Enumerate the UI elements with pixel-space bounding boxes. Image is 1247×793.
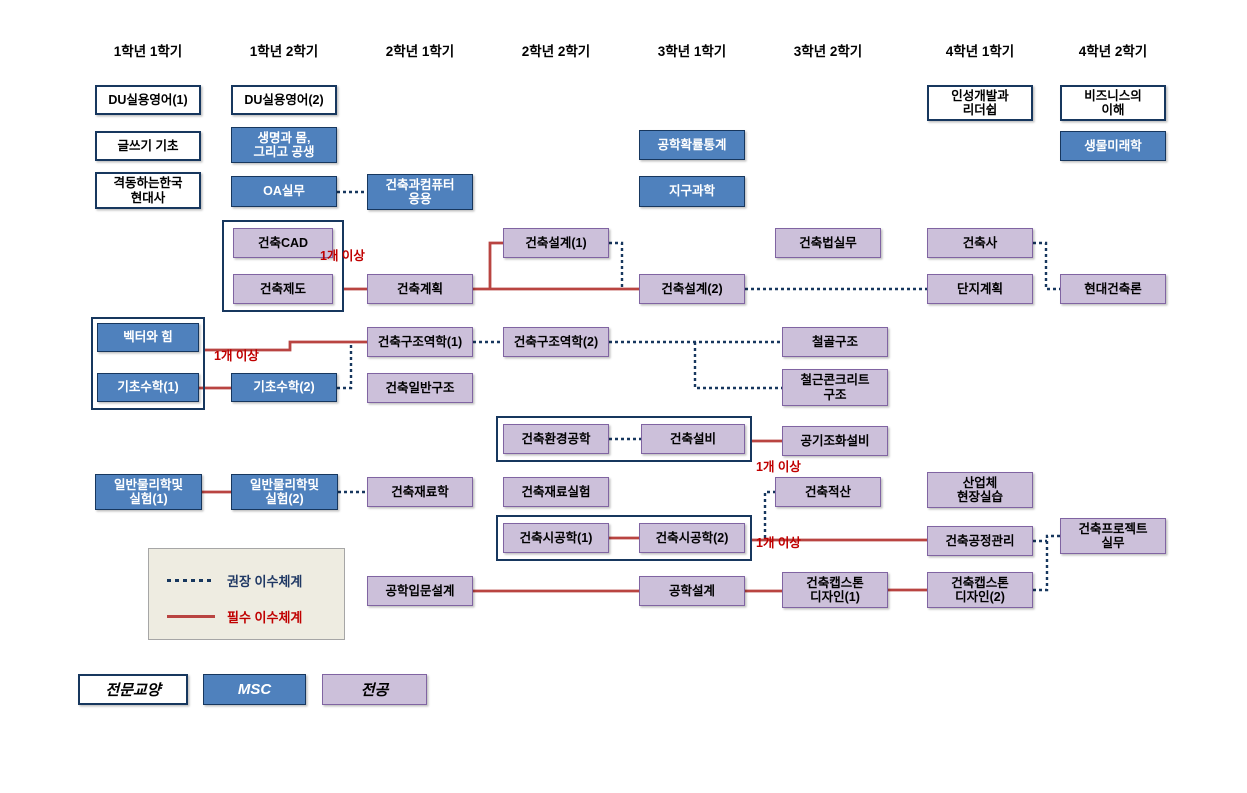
course-construction-process-mgmt: 건축공정관리 bbox=[927, 526, 1033, 556]
course-building-materials: 건축재료학 bbox=[367, 477, 473, 507]
semester-header-5: 3학년 1학기 bbox=[657, 44, 727, 59]
category-msc: MSC bbox=[203, 674, 306, 705]
recommended-edge-math2-struct1 bbox=[337, 343, 353, 390]
legend-row-required: 필수 이수체계 bbox=[167, 607, 302, 626]
legend-required-label: 필수 이수체계 bbox=[227, 610, 303, 625]
course-arch-environmental-eng: 건축환경공학 bbox=[503, 424, 609, 454]
course-arch-estimation: 건축적산 bbox=[775, 477, 881, 507]
semester-header-8: 4학년 2학기 bbox=[1078, 44, 1148, 59]
course-materials-experiment: 건축재료실험 bbox=[503, 477, 609, 507]
group-env-equip bbox=[496, 416, 752, 462]
course-korean-modern-history: 격동하는한국 현대사 bbox=[95, 172, 201, 209]
semester-header-1: 1학년 1학기 bbox=[113, 44, 183, 59]
course-engineering-design: 공학설계 bbox=[639, 576, 745, 606]
course-arch-capstone-design-2: 건축캡스톤 디자인(2) bbox=[927, 572, 1033, 608]
course-construction-methods-1: 건축시공학(1) bbox=[503, 523, 609, 553]
course-arch-drafting: 건축제도 bbox=[233, 274, 333, 304]
course-reinforced-concrete-structure: 철근콘크리트 구조 bbox=[782, 369, 888, 406]
course-site-planning: 단지계획 bbox=[927, 274, 1033, 304]
course-bio-futurology: 생물미래학 bbox=[1060, 131, 1166, 161]
recommended-edge-archist-modern bbox=[1033, 241, 1060, 291]
course-arch-law-practice: 건축법실무 bbox=[775, 228, 881, 258]
course-oa-practice: OA실무 bbox=[231, 176, 337, 207]
semester-header-6: 3학년 2학기 bbox=[793, 44, 863, 59]
category-major: 전공 bbox=[322, 674, 427, 705]
course-personality-leadership: 인성개발과 리더쉽 bbox=[927, 85, 1033, 121]
legend-row-recommended: 권장 이수체계 bbox=[167, 571, 302, 590]
required-line-sample bbox=[167, 615, 215, 618]
legend-box: 권장 이수체계 필수 이수체계 bbox=[148, 548, 345, 640]
min-one-label-cad: 1개 이상 bbox=[320, 249, 365, 263]
semester-header-2: 1학년 2학기 bbox=[249, 44, 319, 59]
course-life-body-symbiosis: 생명과 몸, 그리고 공생 bbox=[231, 127, 337, 163]
course-building-equipment: 건축설비 bbox=[641, 424, 745, 454]
course-basic-math-1: 기초수학(1) bbox=[97, 373, 199, 402]
group-const1-const2 bbox=[496, 515, 752, 561]
course-arch-design-2: 건축설계(2) bbox=[639, 274, 745, 304]
course-structural-mechanics-1: 건축구조역학(1) bbox=[367, 327, 473, 357]
category-general-education: 전문교양 bbox=[78, 674, 188, 705]
course-hvac-equipment: 공기조화설비 bbox=[782, 426, 888, 456]
course-arch-project-practice: 건축프로젝트 실무 bbox=[1060, 518, 1166, 554]
course-earth-science: 지구과학 bbox=[639, 176, 745, 207]
course-arch-computer-application: 건축과컴퓨터 응용 bbox=[367, 174, 473, 210]
min-one-label-math: 1개 이상 bbox=[214, 349, 259, 363]
course-vectors-forces: 벡터와 힘 bbox=[97, 323, 199, 352]
course-general-physics-lab-1: 일반물리학및 실험(1) bbox=[95, 474, 202, 510]
course-arch-cad: 건축CAD bbox=[233, 228, 333, 258]
group-vector-math1 bbox=[91, 317, 205, 410]
course-construction-methods-2: 건축시공학(2) bbox=[639, 523, 745, 553]
semester-header-4: 2학년 2학기 bbox=[521, 44, 591, 59]
course-arch-design-1: 건축설계(1) bbox=[503, 228, 609, 258]
recommended-edge-struct2-rc bbox=[693, 342, 782, 390]
course-steel-structure: 철골구조 bbox=[782, 327, 888, 357]
course-modern-architecture-theory: 현대건축론 bbox=[1060, 274, 1166, 304]
recommended-edge-design1-design2 bbox=[609, 241, 624, 288]
course-du-english-1: DU실용영어(1) bbox=[95, 85, 201, 115]
required-edge-mathgroup-struct1 bbox=[205, 340, 367, 352]
min-one-label-equip: 1개 이상 bbox=[756, 460, 801, 474]
course-writing-basics: 글쓰기 기초 bbox=[95, 131, 201, 161]
course-architect-registration: 건축사 bbox=[927, 228, 1033, 258]
group-cad-drafting bbox=[222, 220, 344, 312]
course-arch-capstone-design-1: 건축캡스톤 디자인(1) bbox=[782, 572, 888, 608]
course-general-building-construction: 건축일반구조 bbox=[367, 373, 473, 403]
recommended-edge-capstone2-project bbox=[1033, 534, 1060, 592]
semester-header-7: 4학년 1학기 bbox=[945, 44, 1015, 59]
course-engineering-statistics: 공학확률통계 bbox=[639, 130, 745, 160]
legend-recommended-label: 권장 이수체계 bbox=[227, 574, 303, 589]
course-basic-math-2: 기초수학(2) bbox=[231, 373, 337, 402]
course-structural-mechanics-2: 건축구조역학(2) bbox=[503, 327, 609, 357]
semester-header-3: 2학년 1학기 bbox=[385, 44, 455, 59]
course-general-physics-lab-2: 일반물리학및 실험(2) bbox=[231, 474, 338, 510]
required-edge-plan-design1 bbox=[488, 241, 503, 289]
recommended-line-sample bbox=[167, 579, 215, 582]
min-one-label-const: 1개 이상 bbox=[756, 536, 801, 550]
course-du-english-2: DU실용영어(2) bbox=[231, 85, 337, 115]
course-understanding-business: 비즈니스의 이해 bbox=[1060, 85, 1166, 121]
course-arch-planning: 건축계획 bbox=[367, 274, 473, 304]
course-industry-field-training: 산업체 현장실습 bbox=[927, 472, 1033, 508]
course-intro-engineering-design: 공학입문설계 bbox=[367, 576, 473, 606]
